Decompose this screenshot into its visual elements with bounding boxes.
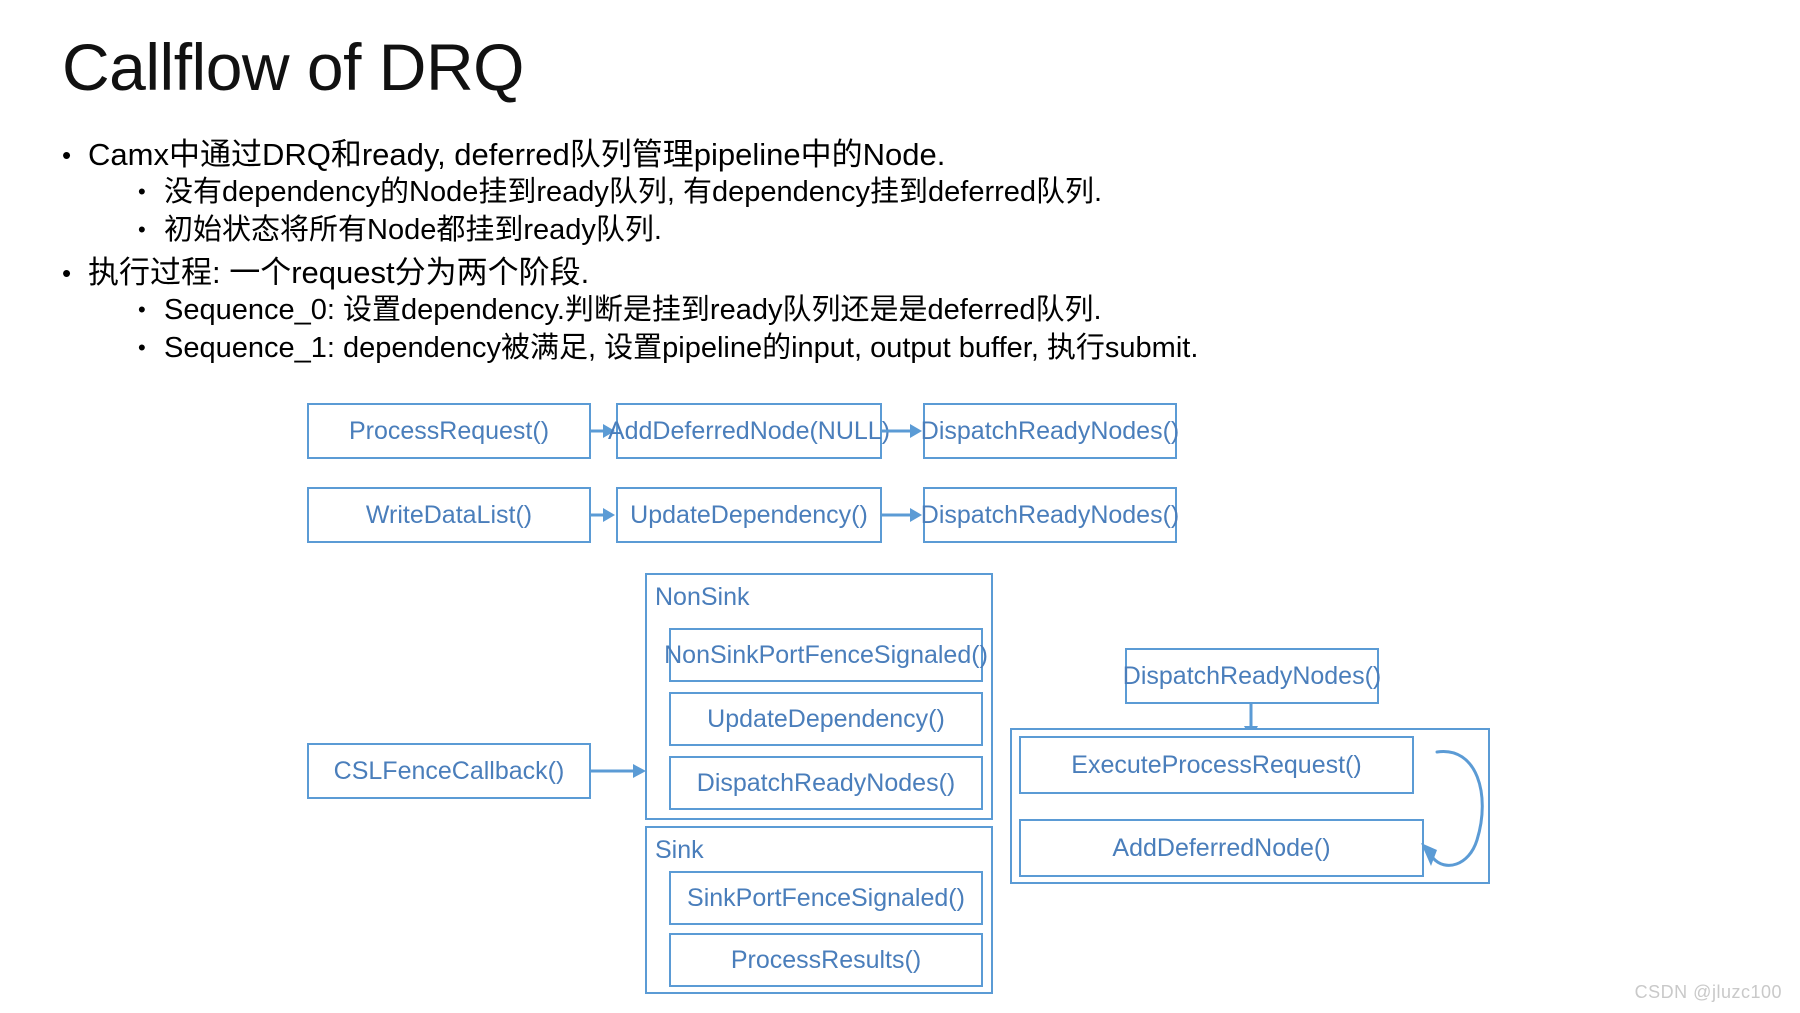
node-dispatch-ready-nodes-nonsink[interactable]: DispatchReadyNodes() xyxy=(669,756,983,810)
bullet-marker-icon: • xyxy=(138,335,146,360)
node-dispatch-ready-nodes-right[interactable]: DispatchReadyNodes() xyxy=(1122,648,1382,704)
bullet-marker-icon: • xyxy=(138,179,146,204)
group-nonsink-label: NonSink xyxy=(655,583,750,611)
node-label: ExecuteProcessRequest() xyxy=(1071,750,1362,779)
node-label: ProcessRequest() xyxy=(348,416,550,445)
bullet-text: 没有dependency的Node挂到ready队列, 有dependency挂… xyxy=(164,176,1103,208)
node-label: CSLFenceCallback() xyxy=(333,756,565,785)
node-process-results[interactable]: ProcessResults() xyxy=(669,933,983,987)
node-csl-fence-callback[interactable]: CSLFenceCallback() xyxy=(307,743,591,799)
node-write-data-list[interactable]: WriteDataList() xyxy=(307,487,591,543)
node-execute-process-request[interactable]: ExecuteProcessRequest() xyxy=(1019,736,1414,794)
node-label: NonSinkPortFenceSignaled() xyxy=(664,640,988,669)
bullet-text: 执行过程: 一个request分为两个阶段. xyxy=(88,255,590,290)
arrow-row2-2 xyxy=(882,508,922,522)
bullet-item-6: • Sequence_1: dependency被满足, 设置pipeline的… xyxy=(138,330,1198,366)
arrow-loop-back-icon xyxy=(1421,750,1484,867)
node-dispatch-ready-nodes-1[interactable]: DispatchReadyNodes() xyxy=(920,403,1180,459)
node-dispatch-ready-nodes-2[interactable]: DispatchReadyNodes() xyxy=(920,487,1180,543)
arrow-callback-to-nonsink xyxy=(591,764,646,778)
bullet-marker-icon: • xyxy=(138,297,146,322)
arrow-row1-1 xyxy=(591,424,615,438)
bullet-marker-icon: • xyxy=(62,140,72,170)
node-label: UpdateDependency() xyxy=(707,704,945,733)
bullet-item-3: • 初始状态将所有Node都挂到ready队列. xyxy=(138,212,662,248)
node-label: SinkPortFenceSignaled() xyxy=(687,883,965,912)
arrow-row1-2 xyxy=(882,424,922,438)
bullet-item-4: • 执行过程: 一个request分为两个阶段. xyxy=(62,254,589,292)
node-label: DispatchReadyNodes() xyxy=(696,768,956,797)
bullet-item-2: • 没有dependency的Node挂到ready队列, 有dependenc… xyxy=(138,174,1102,210)
node-update-dependency-nonsink[interactable]: UpdateDependency() xyxy=(669,692,983,746)
node-label: DispatchReadyNodes() xyxy=(1122,661,1382,690)
node-sink-port-fence-signaled[interactable]: SinkPortFenceSignaled() xyxy=(669,871,983,925)
node-label: ProcessResults() xyxy=(730,945,922,974)
bullet-marker-icon: • xyxy=(62,258,72,288)
node-label: DispatchReadyNodes() xyxy=(920,500,1180,529)
node-update-dependency-row2[interactable]: UpdateDependency() xyxy=(616,487,882,543)
group-sink-label: Sink xyxy=(655,836,704,864)
node-nonsink-port-fence-signaled[interactable]: NonSinkPortFenceSignaled() xyxy=(664,628,988,682)
bullet-text: Sequence_1: dependency被满足, 设置pipeline的in… xyxy=(164,332,1199,364)
bullet-text: Camx中通过DRQ和ready, deferred队列管理pipeline中的… xyxy=(88,137,946,172)
bullet-text: 初始状态将所有Node都挂到ready队列. xyxy=(164,214,662,246)
node-label: AddDeferredNode() xyxy=(1112,833,1331,862)
node-label: WriteDataList() xyxy=(365,500,533,529)
node-add-deferred-node-null[interactable]: AddDeferredNode(NULL) xyxy=(608,403,890,459)
watermark: CSDN @jluzc100 xyxy=(1634,982,1782,1002)
node-label: UpdateDependency() xyxy=(630,500,868,529)
node-label: AddDeferredNode(NULL) xyxy=(607,416,891,445)
bullet-item-1: • Camx中通过DRQ和ready, deferred队列管理pipeline… xyxy=(62,136,945,174)
arrow-row2-1 xyxy=(591,508,615,522)
bullet-marker-icon: • xyxy=(138,217,146,242)
node-label: DispatchReadyNodes() xyxy=(920,416,1180,445)
node-process-request[interactable]: ProcessRequest() xyxy=(307,403,591,459)
node-add-deferred-node[interactable]: AddDeferredNode() xyxy=(1019,819,1424,877)
page-title: Callflow of DRQ xyxy=(62,30,524,104)
bullet-text: Sequence_0: 设置dependency.判断是挂到ready队列还是是… xyxy=(164,294,1102,326)
bullet-item-5: • Sequence_0: 设置dependency.判断是挂到ready队列还… xyxy=(138,292,1102,328)
